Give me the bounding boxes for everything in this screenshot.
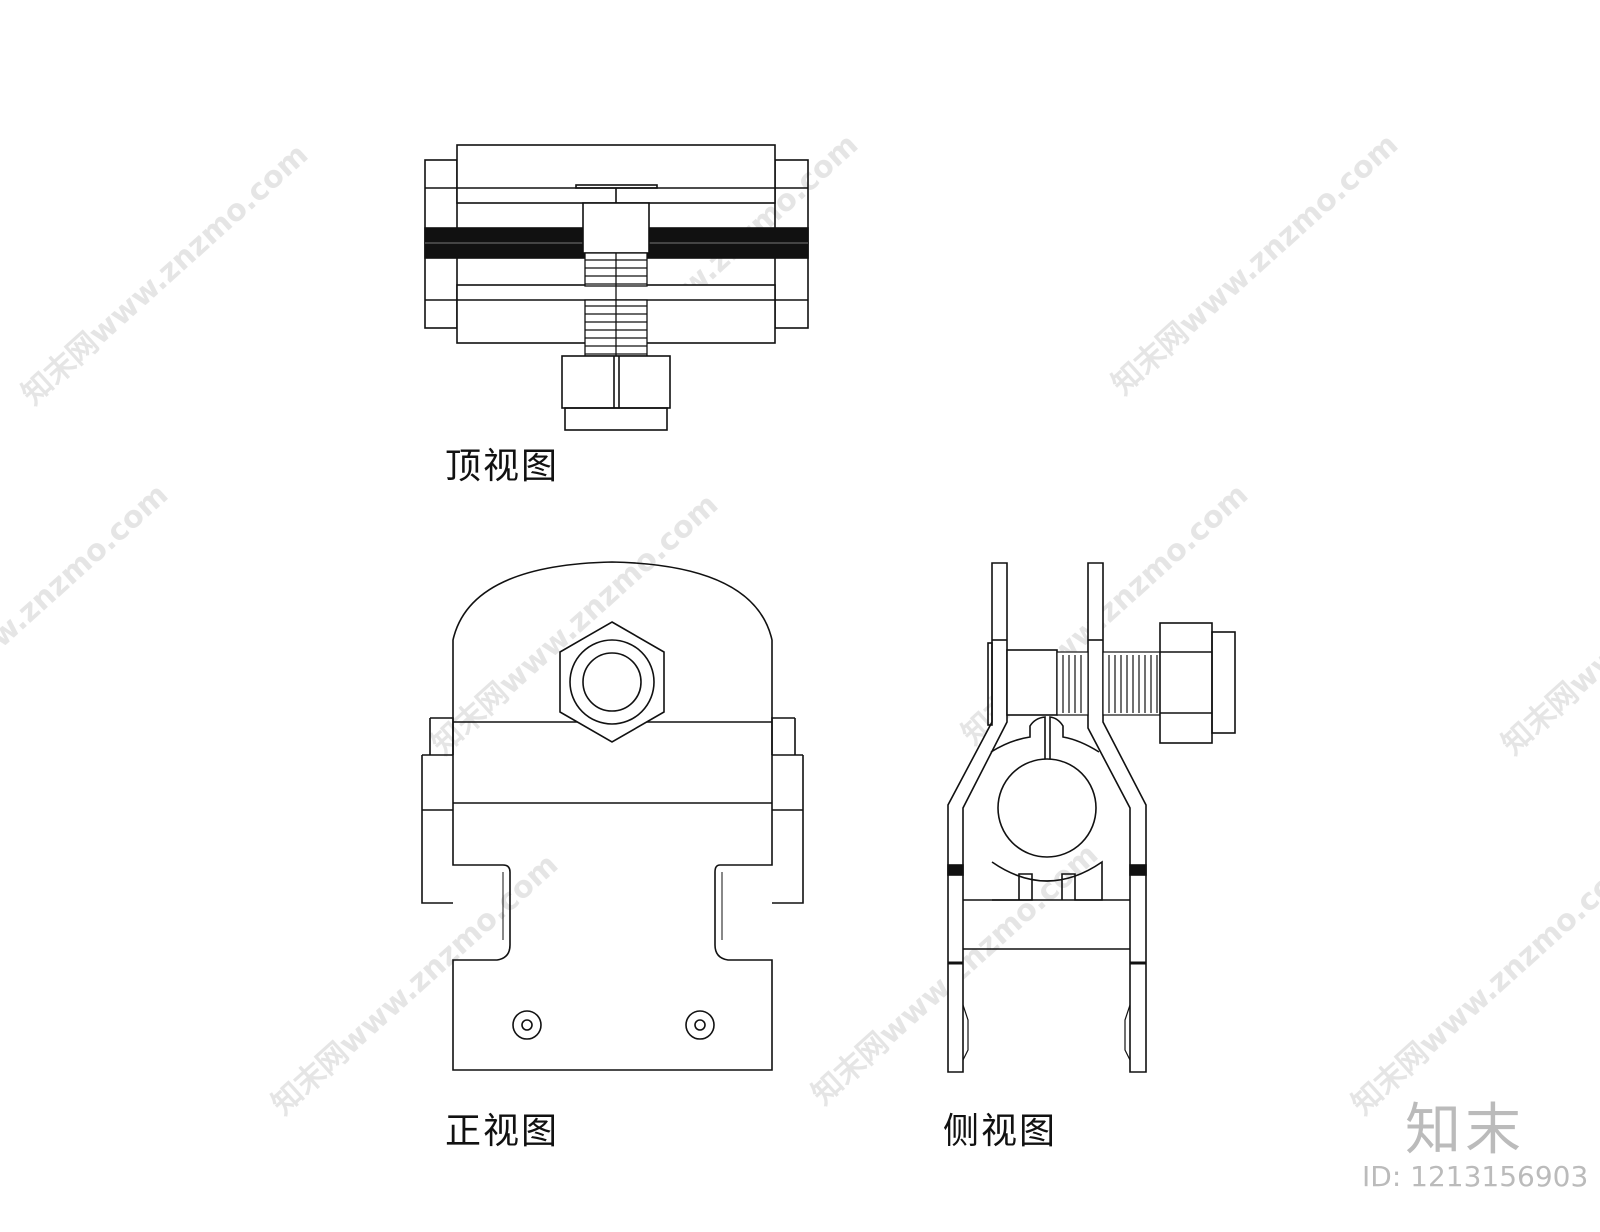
nut-washer (569, 639, 655, 725)
front-view-label: 正视图 (445, 1111, 560, 1152)
thread (584, 252, 648, 357)
top-view-label: 顶视图 (445, 446, 560, 487)
thread (1056, 651, 1161, 716)
image-id: ID: 1213156903 (1362, 1160, 1589, 1193)
side-view-label: 侧视图 (943, 1111, 1058, 1152)
clamp (990, 716, 1100, 760)
mounting-hole (685, 1010, 715, 1040)
side-view (947, 562, 1236, 1073)
top-view (424, 144, 809, 431)
logo: 知末 (1405, 1098, 1525, 1163)
mounting-hole (512, 1010, 542, 1040)
washer (564, 407, 668, 431)
bolt-end (582, 652, 642, 712)
pipe (997, 758, 1097, 858)
clamp-lower (991, 860, 1103, 901)
bracket-body (452, 561, 773, 1071)
hex-nut (559, 621, 665, 743)
front-view (421, 561, 804, 1071)
nut (1159, 622, 1213, 744)
nut (561, 355, 671, 409)
washer (1211, 631, 1236, 734)
bolt-head (1006, 649, 1058, 716)
bolt-head (582, 202, 650, 254)
